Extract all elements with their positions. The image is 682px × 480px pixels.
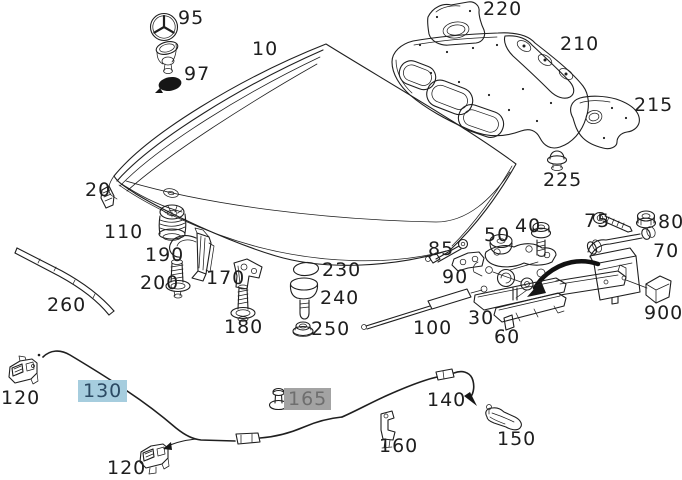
drawing-ring-230 [292,261,320,277]
drawing-screw-180 [230,284,256,322]
drawing-connector-900 [625,275,672,304]
part-label-10[interactable]: 10 [252,38,279,60]
drawing-grommet-250 [292,321,314,337]
drawing-bolt-75 [592,211,633,233]
drawing-nut-80 [635,210,657,229]
drawing-hood-panel [108,43,517,266]
drawing-seal-strip-260 [14,247,115,316]
drawing-insulation-pad-210 [391,32,589,149]
part-label-20[interactable]: 20 [85,179,112,201]
part-label-30[interactable]: 30 [468,307,495,329]
part-label-240[interactable]: 240 [320,287,360,309]
part-label-90[interactable]: 90 [442,266,469,288]
drawing-screw-200 [165,259,191,299]
part-label-210[interactable]: 210 [560,33,600,55]
part-label-80[interactable]: 80 [658,211,682,233]
drawing-latch-120-left [8,355,39,385]
drawing-hood-lock-30 [472,243,627,311]
drawing-latch-120-bottom [139,438,197,475]
drawing-emblem-base-97 [155,77,182,93]
part-label-140[interactable]: 140 [427,389,467,411]
drawing-hinge-190 [169,227,215,282]
drawing-rod-85 [425,238,469,264]
drawing-cover-220 [427,1,486,46]
part-label-120-bottom[interactable]: 120 [107,457,147,479]
drawing-handle-150 [485,404,522,431]
drawing-pointer-arrow [527,259,601,297]
drawing-clip-225 [546,150,568,171]
drawing-buffer-110 [158,204,187,241]
part-label-50[interactable]: 50 [484,224,511,246]
part-label-120-left[interactable]: 120 [1,387,41,409]
part-label-60[interactable]: 60 [494,326,521,348]
part-label-260[interactable]: 260 [47,294,87,316]
part-label-75[interactable]: 75 [584,210,611,232]
part-label-40[interactable]: 40 [515,215,542,237]
part-label-170[interactable]: 170 [206,267,246,289]
drawing-buffer-20 [100,185,115,209]
part-label-190[interactable]: 190 [145,244,185,266]
drawing-actuator-70 [586,226,656,305]
part-label-130-highlighted[interactable]: 130 [78,380,128,402]
drawing-buffer-240 [289,277,319,320]
drawing-cable-140 [341,368,477,418]
part-label-200[interactable]: 200 [140,272,180,294]
part-label-230[interactable]: 230 [322,259,362,281]
part-label-180[interactable]: 180 [224,316,264,338]
drawing-bracket-170 [233,258,263,290]
part-label-100[interactable]: 100 [413,317,453,339]
drawing-bracket-90 [451,251,485,272]
part-label-220[interactable]: 220 [483,0,523,20]
drawing-gas-strut-100 [361,285,488,330]
part-label-900[interactable]: 900 [644,302,682,324]
part-label-70[interactable]: 70 [653,240,680,262]
part-label-150[interactable]: 150 [497,428,537,450]
part-label-97[interactable]: 97 [184,63,211,85]
part-label-160[interactable]: 160 [379,435,419,457]
part-label-250[interactable]: 250 [311,318,351,340]
part-label-215[interactable]: 215 [634,94,674,116]
drawing-grommet-50 [489,233,513,255]
drawing-star-emblem-95 [149,12,179,74]
part-label-225[interactable]: 225 [543,169,583,191]
part-label-110[interactable]: 110 [104,221,144,243]
drawing-bracket-60 [493,292,567,331]
part-label-165-highlighted[interactable]: 165 [284,388,332,410]
part-label-85[interactable]: 85 [428,238,455,260]
drawing-bracket-160 [380,410,396,449]
drawing-cover-215 [570,95,640,150]
part-label-95[interactable]: 95 [178,7,205,29]
